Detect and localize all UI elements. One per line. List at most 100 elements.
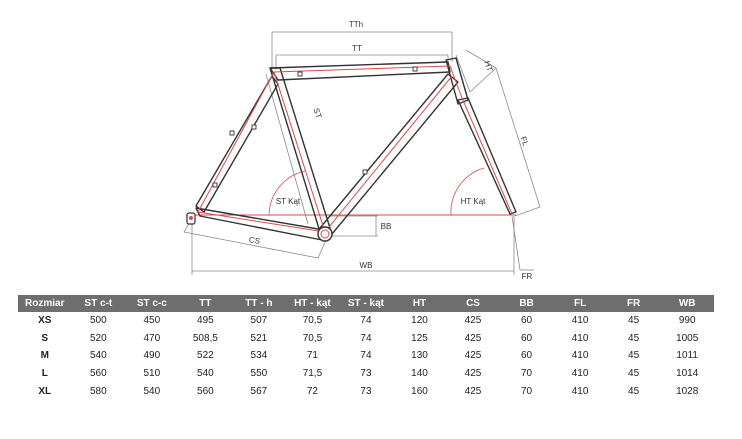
label-fl: FL: [519, 135, 531, 147]
table-cell: 70,5: [302, 332, 323, 344]
table-cell: 74: [360, 350, 372, 362]
column-header: ST c-c: [125, 295, 179, 312]
cable-guides: [212, 66, 418, 188]
table-cell: 71,5: [302, 368, 323, 380]
label-wb: WB: [360, 261, 373, 270]
table-cell: 120: [411, 315, 428, 327]
size-cell: S: [41, 332, 49, 344]
table-cell: 990: [678, 315, 696, 327]
table-row: XL 580 540 560 567 72 73 160 425 70 410 45 1028: [18, 382, 714, 400]
table-cell: 1028: [676, 385, 699, 397]
angle-arcs: [268, 167, 485, 216]
table-cell: 45: [628, 350, 640, 362]
table-cell: 560: [197, 385, 214, 397]
frame-outline: [195, 57, 517, 241]
size-cell: M: [40, 350, 49, 362]
table-cell: 540: [197, 368, 214, 380]
table-cell: 450: [143, 315, 161, 327]
table-cell: 45: [628, 332, 640, 344]
column-header: BB: [499, 295, 554, 312]
column-header: TT - h: [232, 295, 286, 312]
size-cell: L: [41, 368, 48, 380]
column-header: ST c-t: [71, 295, 126, 312]
rear-dropout: [186, 212, 196, 225]
table-cell: 540: [143, 385, 161, 397]
table-row: L 560 510 540 550 71,5 73 140 425 70 410 45 1014: [18, 365, 714, 383]
table-cell: 522: [197, 350, 214, 362]
table-cell: 425: [464, 368, 482, 380]
column-header: HT - kąt: [285, 295, 340, 312]
table-cell: 60: [520, 350, 533, 362]
table-cell: 470: [143, 332, 161, 344]
label-bb: BB: [381, 222, 392, 231]
table-cell: 130: [411, 350, 428, 362]
table-cell: 490: [143, 350, 161, 362]
column-header: Rozmiar: [18, 295, 72, 312]
column-header: FR: [606, 295, 661, 312]
column-header: HT: [392, 295, 447, 312]
table-cell: 45: [628, 315, 640, 327]
table-cell: 495: [197, 315, 214, 327]
table-cell: 71: [306, 350, 318, 362]
table-cell: 410: [571, 350, 589, 362]
table-cell: 70: [520, 368, 533, 380]
table-cell: 45: [628, 368, 640, 380]
label-ht: HT: [482, 60, 494, 73]
table-cell: 550: [250, 368, 268, 380]
bottom-bracket: [317, 226, 333, 242]
column-header: FL: [553, 295, 607, 312]
label-tt: TT: [352, 44, 362, 53]
label-fr: FR: [522, 272, 533, 281]
table-cell: 410: [571, 385, 589, 397]
label-cs: CS: [248, 235, 261, 246]
size-cell: XS: [38, 315, 52, 327]
label-st-angle: ST Kąt: [276, 197, 301, 206]
size-cell: XL: [38, 385, 52, 397]
table-cell: 60: [520, 315, 533, 327]
table-cell: 560: [89, 368, 107, 380]
table-cell: 140: [411, 368, 428, 380]
table-cell: 580: [89, 385, 107, 397]
table-cell: 567: [250, 385, 268, 397]
table-cell: 425: [464, 315, 482, 327]
dimension-lines: [183, 31, 541, 275]
table-cell: 425: [464, 385, 482, 397]
table-cell: 1005: [676, 332, 699, 344]
table-cell: 70,5: [302, 315, 323, 327]
table-cell: 500: [89, 315, 107, 327]
table-cell: 1014: [676, 368, 699, 380]
table-cell: 70: [520, 385, 533, 397]
table-cell: 540: [89, 350, 107, 362]
column-header: WB: [660, 295, 714, 312]
table-cell: 425: [464, 332, 482, 344]
table-cell: 72: [306, 385, 318, 397]
table-cell: 510: [143, 368, 161, 380]
label-ht-angle: HT Kąt: [461, 197, 487, 206]
table-cell: 410: [571, 368, 589, 380]
table-cell: 410: [571, 315, 589, 327]
column-header: TT: [178, 295, 233, 312]
table-cell: 1011: [676, 350, 698, 362]
column-header: CS: [446, 295, 500, 312]
table-cell: 73: [360, 368, 372, 380]
table-cell: 60: [520, 332, 533, 344]
label-tth: TTh: [349, 20, 363, 29]
table-cell: 507: [250, 315, 268, 327]
table-cell: 45: [628, 385, 640, 397]
table-cell: 521: [250, 332, 268, 344]
table-cell: 73: [360, 385, 372, 397]
table-cell: 410: [571, 332, 589, 344]
table-cell: 425: [464, 350, 482, 362]
table-cell: 125: [411, 332, 428, 344]
table-cell: 74: [360, 332, 372, 344]
table-cell: 520: [89, 332, 107, 344]
column-header: ST - kąt: [339, 295, 393, 312]
table-cell: 160: [411, 385, 428, 397]
bike-frame-diagram: TTh TT HT ST FL ST Kąt HT Kąt BB CS WB F…: [183, 20, 541, 281]
